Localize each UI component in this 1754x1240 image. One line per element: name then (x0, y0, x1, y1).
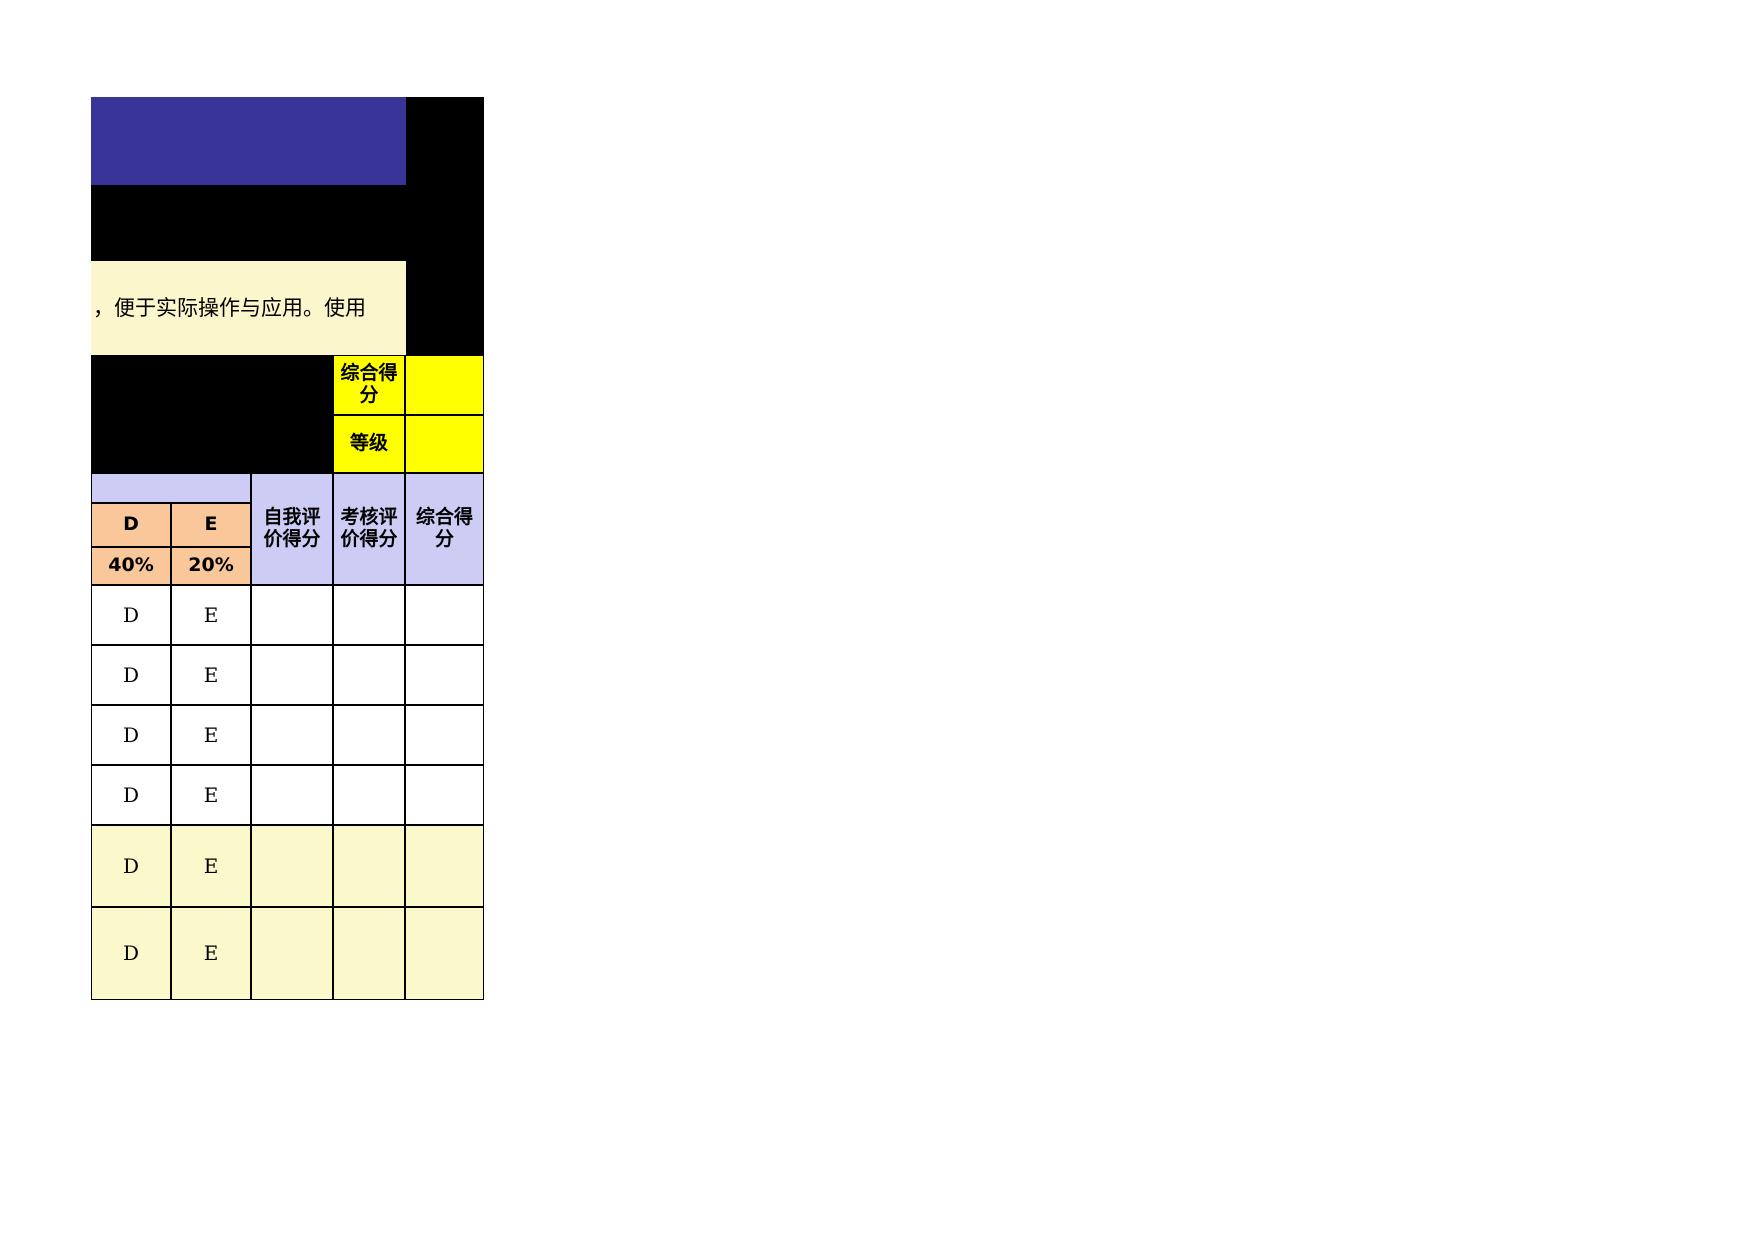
note-right-filler (406, 261, 484, 355)
table-row-cell-self[interactable] (251, 585, 333, 645)
table-row-cell-self[interactable] (251, 825, 333, 907)
summary-grade-label: 等级 (333, 415, 405, 473)
table-row-cell-total[interactable] (405, 705, 484, 765)
table-row-cell-d[interactable]: D (91, 825, 171, 907)
table-row-cell-self[interactable] (251, 705, 333, 765)
hidden-row-band-top (91, 185, 484, 261)
table-row-cell-self[interactable] (251, 645, 333, 705)
banner-right-filler (406, 97, 484, 185)
weight-code-e: E (171, 503, 251, 547)
weight-value-d: 40% (91, 547, 171, 585)
table-row-cell-review[interactable] (333, 825, 405, 907)
table-row-cell-e[interactable]: E (171, 705, 251, 765)
column-header-total-score: 综合得分 (405, 473, 484, 585)
table-row-cell-d[interactable]: D (91, 765, 171, 825)
table-row-cell-review[interactable] (333, 645, 405, 705)
table-row-cell-total[interactable] (405, 765, 484, 825)
table-row-cell-e[interactable]: E (171, 825, 251, 907)
weight-value-e: 20% (171, 547, 251, 585)
table-row-cell-self[interactable] (251, 765, 333, 825)
table-row-cell-review[interactable] (333, 907, 405, 1000)
summary-left-filler (91, 355, 333, 473)
summary-score-value[interactable] (405, 355, 484, 415)
table-row-cell-e[interactable]: E (171, 765, 251, 825)
table-row-cell-review[interactable] (333, 705, 405, 765)
weight-group-header: ： (91, 473, 251, 503)
worksheet-grid: ，便于实际操作与应用。使用 综合得分 等级 ： D E 40% 20% 自我评价… (91, 97, 484, 1000)
table-row-cell-e[interactable]: E (171, 645, 251, 705)
table-row-cell-d[interactable]: D (91, 705, 171, 765)
table-row-cell-review[interactable] (333, 765, 405, 825)
summary-score-label: 综合得分 (333, 355, 405, 415)
table-row-cell-total[interactable] (405, 585, 484, 645)
table-row-cell-total[interactable] (405, 645, 484, 705)
title-banner-block (91, 97, 406, 185)
table-row-cell-d[interactable]: D (91, 907, 171, 1000)
column-header-review-score: 考核评价得分 (333, 473, 405, 585)
table-row-cell-d[interactable]: D (91, 585, 171, 645)
summary-grade-value[interactable] (405, 415, 484, 473)
table-row-cell-self[interactable] (251, 907, 333, 1000)
weight-code-d: D (91, 503, 171, 547)
clipped-header-glyph: ： (92, 478, 97, 500)
table-row-cell-d[interactable]: D (91, 645, 171, 705)
table-row-cell-e[interactable]: E (171, 585, 251, 645)
table-row-cell-e[interactable]: E (171, 907, 251, 1000)
table-row-cell-total[interactable] (405, 825, 484, 907)
table-row-cell-review[interactable] (333, 585, 405, 645)
instruction-note: ，便于实际操作与应用。使用 (91, 261, 406, 355)
table-row-cell-total[interactable] (405, 907, 484, 1000)
column-header-self-score: 自我评价得分 (251, 473, 333, 585)
